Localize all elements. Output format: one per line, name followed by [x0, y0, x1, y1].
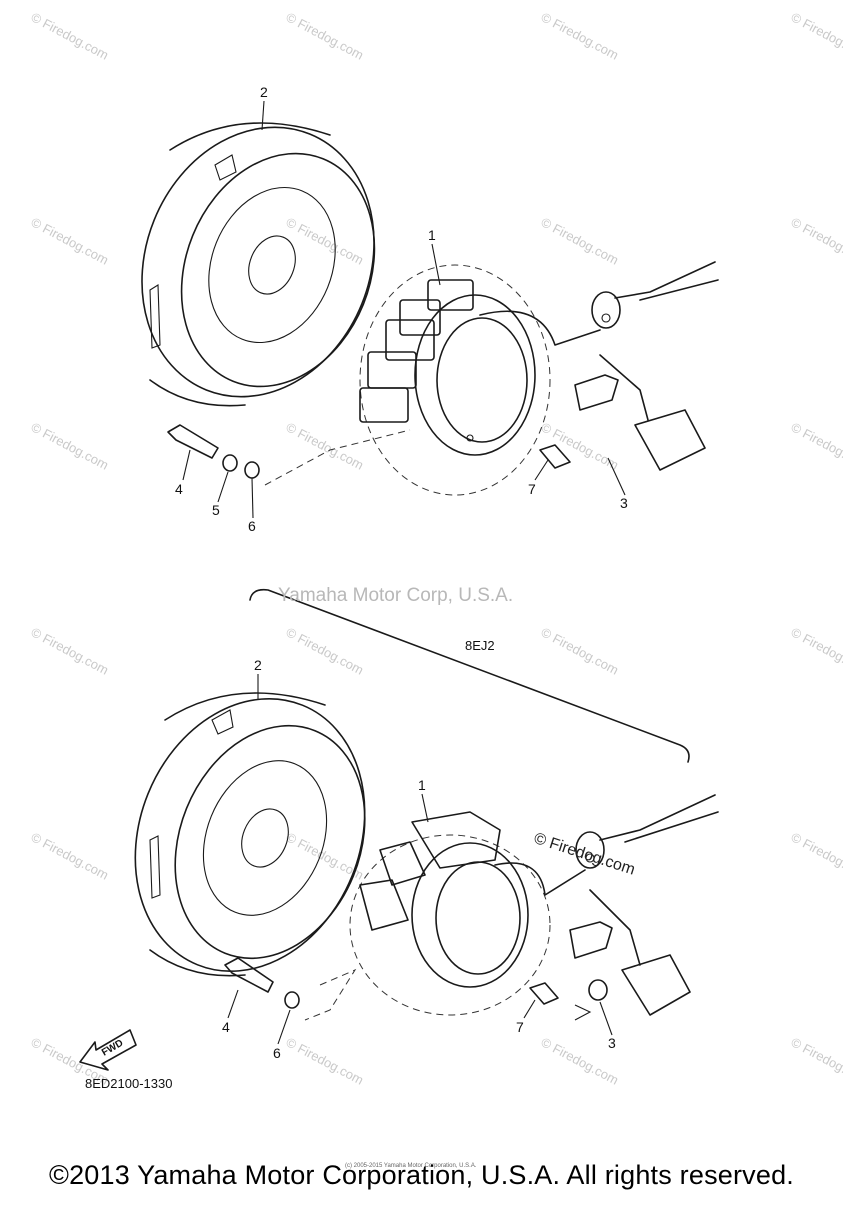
- tiny-notice: (c) 2005-2015 Yamaha Motor Corporation, …: [345, 1163, 477, 1169]
- watermark-tile: © Firedog.com: [789, 829, 843, 882]
- watermark-tile: © Firedog.com: [539, 624, 621, 677]
- watermark-tile: © Firedog.com: [539, 214, 621, 267]
- callout-6-lower: 6: [273, 1045, 281, 1061]
- watermark-tile: © Firedog.com: [29, 214, 111, 267]
- callout-6: 6: [248, 518, 256, 534]
- fwd-arrow-icon: FWD: [79, 1029, 137, 1071]
- callout-7-lower: 7: [516, 1019, 524, 1035]
- callout-3-lower: 3: [608, 1035, 616, 1051]
- watermark-tile: © Firedog.com: [284, 1034, 366, 1087]
- reference-code: 8ED2100-1330: [85, 1076, 173, 1091]
- watermark-tile: © Firedog.com: [284, 214, 366, 267]
- bolts-lower: [224, 957, 608, 1021]
- watermark-tile: © Firedog.com: [284, 9, 366, 62]
- stator-coil: [359, 264, 601, 496]
- flywheel-rotor-lower: [134, 692, 366, 977]
- callout-1: 1: [428, 227, 436, 243]
- upper-diagram: 1 2 3 4 5 6 7: [141, 84, 719, 534]
- watermark-tile: © Firedog.com: [29, 9, 111, 62]
- group-bracket: 8EJ2: [249, 588, 690, 763]
- callout-1-lower: 1: [418, 777, 426, 793]
- copyright-notice: ©2013 Yamaha Motor Corporation, U.S.A. A…: [48, 1160, 795, 1190]
- pickup-coil: [574, 261, 719, 471]
- watermark-tile: © Firedog.com: [284, 419, 366, 472]
- center-watermark: Yamaha Motor Corp, U.S.A.: [278, 585, 514, 606]
- watermark-tile: © Firedog.com: [789, 9, 843, 62]
- callout-7: 7: [528, 481, 536, 497]
- watermark-tile: © Firedog.com: [789, 419, 843, 472]
- callout-3: 3: [620, 495, 628, 511]
- pickup-coil-lower: [569, 794, 719, 1016]
- callout-5: 5: [212, 502, 220, 518]
- callout-4: 4: [175, 481, 183, 497]
- watermark-tile: © Firedog.com: [789, 624, 843, 677]
- fwd-label: FWD: [100, 1038, 125, 1059]
- callout-2-lower: 2: [254, 657, 262, 673]
- watermark-tile: © Firedog.com: [284, 624, 366, 677]
- watermark-tile: © Firedog.com: [539, 9, 621, 62]
- watermark-tile: © Firedog.com: [29, 419, 111, 472]
- group-label: 8EJ2: [465, 638, 495, 653]
- watermark-tile: © Firedog.com: [29, 624, 111, 677]
- watermark-tile: © Firedog.com: [29, 829, 111, 882]
- callout-4-lower: 4: [222, 1019, 230, 1035]
- flywheel-rotor: [141, 122, 376, 407]
- stator-coil-lower: [304, 811, 586, 1021]
- callout-2: 2: [260, 84, 268, 100]
- watermark-tile: © Firedog.com: [789, 1034, 843, 1087]
- bolts-and-washers: [167, 424, 571, 486]
- watermark-tile: © Firedog.com: [789, 214, 843, 267]
